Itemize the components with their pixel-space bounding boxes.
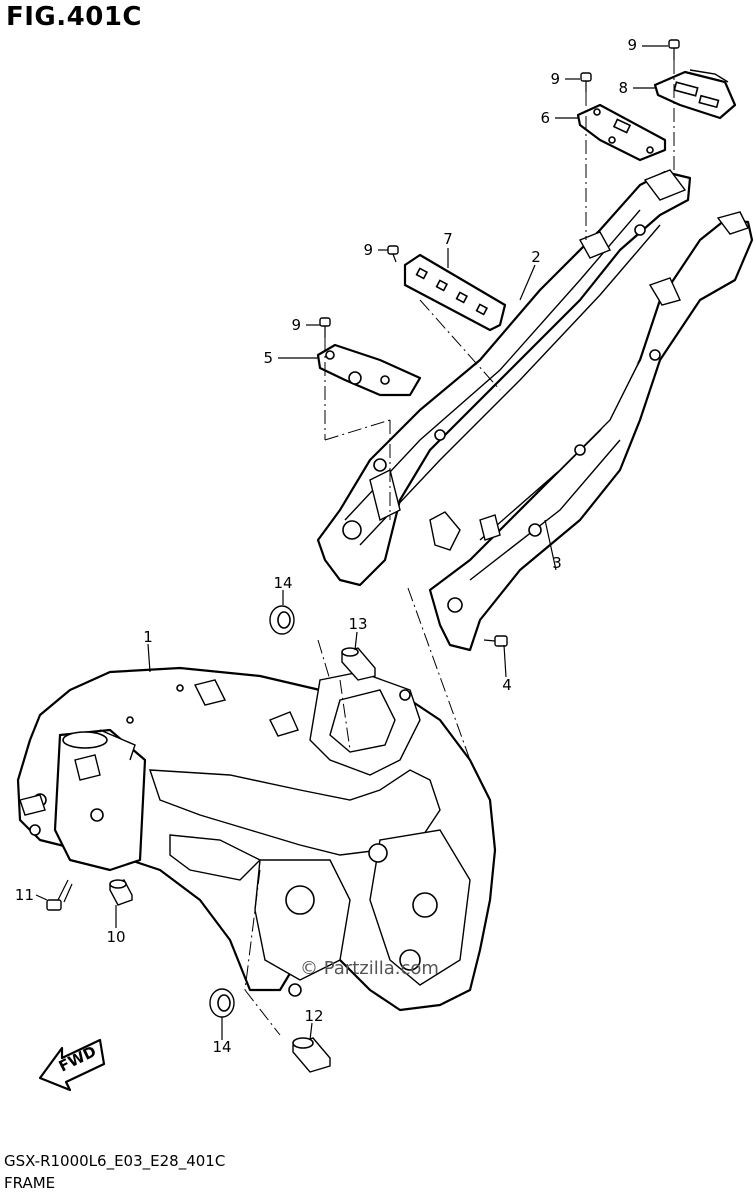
callout-3: 3 — [552, 554, 562, 572]
fwd-arrow-icon: FWD — [38, 1038, 106, 1092]
callout-14-b: 14 — [212, 1038, 231, 1056]
callout-1: 1 — [143, 628, 153, 646]
callout-8: 8 — [618, 79, 628, 97]
collar-part-13[interactable] — [341, 647, 376, 681]
ring-part-14-b[interactable] — [209, 988, 235, 1018]
callout-12: 12 — [304, 1007, 323, 1025]
collar-part-12[interactable] — [292, 1037, 331, 1073]
bolt-part-9-c[interactable] — [387, 245, 399, 263]
bolt-part-11[interactable] — [46, 879, 73, 911]
callout-14-a: 14 — [273, 574, 292, 592]
bracket-part-5[interactable] — [316, 343, 422, 397]
seat-rail-part-3[interactable] — [428, 211, 754, 652]
leader-lines — [35, 45, 675, 1041]
callout-10: 10 — [106, 928, 125, 946]
callout-11: 11 — [15, 886, 34, 904]
bolt-part-4[interactable] — [483, 635, 508, 647]
bolt-part-9-d[interactable] — [319, 317, 331, 338]
ring-part-14-a[interactable] — [269, 605, 295, 635]
callout-5: 5 — [263, 349, 273, 367]
watermark: © Partzilla.com — [300, 958, 439, 979]
bracket-part-6[interactable] — [576, 103, 667, 162]
bolt-part-9-b[interactable] — [580, 72, 592, 92]
collar-part-10[interactable] — [109, 879, 133, 906]
plate-part-8[interactable] — [653, 69, 737, 120]
seat-rail-part-2[interactable] — [316, 169, 692, 587]
callout-labels: 9 9 9 9 8 6 7 2 5 1 3 4 13 14 10 11 12 1… — [15, 36, 637, 1056]
plate-part-7[interactable] — [403, 253, 507, 332]
callout-9-c: 9 — [363, 241, 373, 259]
callout-7: 7 — [443, 230, 453, 248]
main-frame-part-1[interactable] — [16, 666, 497, 1012]
figure-title: FIG.401C — [6, 2, 143, 32]
callout-9-b: 9 — [550, 70, 560, 88]
figure-code: GSX-R1000L6_E03_E28_401C — [4, 1152, 226, 1170]
figure-name: FRAME — [4, 1174, 56, 1192]
callout-9-d: 9 — [291, 316, 301, 334]
bolt-part-9-a[interactable] — [668, 39, 680, 60]
callout-4: 4 — [502, 676, 512, 694]
callout-13: 13 — [348, 615, 367, 633]
callout-9-a: 9 — [627, 36, 637, 54]
callout-2: 2 — [531, 248, 541, 266]
callout-6: 6 — [540, 109, 550, 127]
